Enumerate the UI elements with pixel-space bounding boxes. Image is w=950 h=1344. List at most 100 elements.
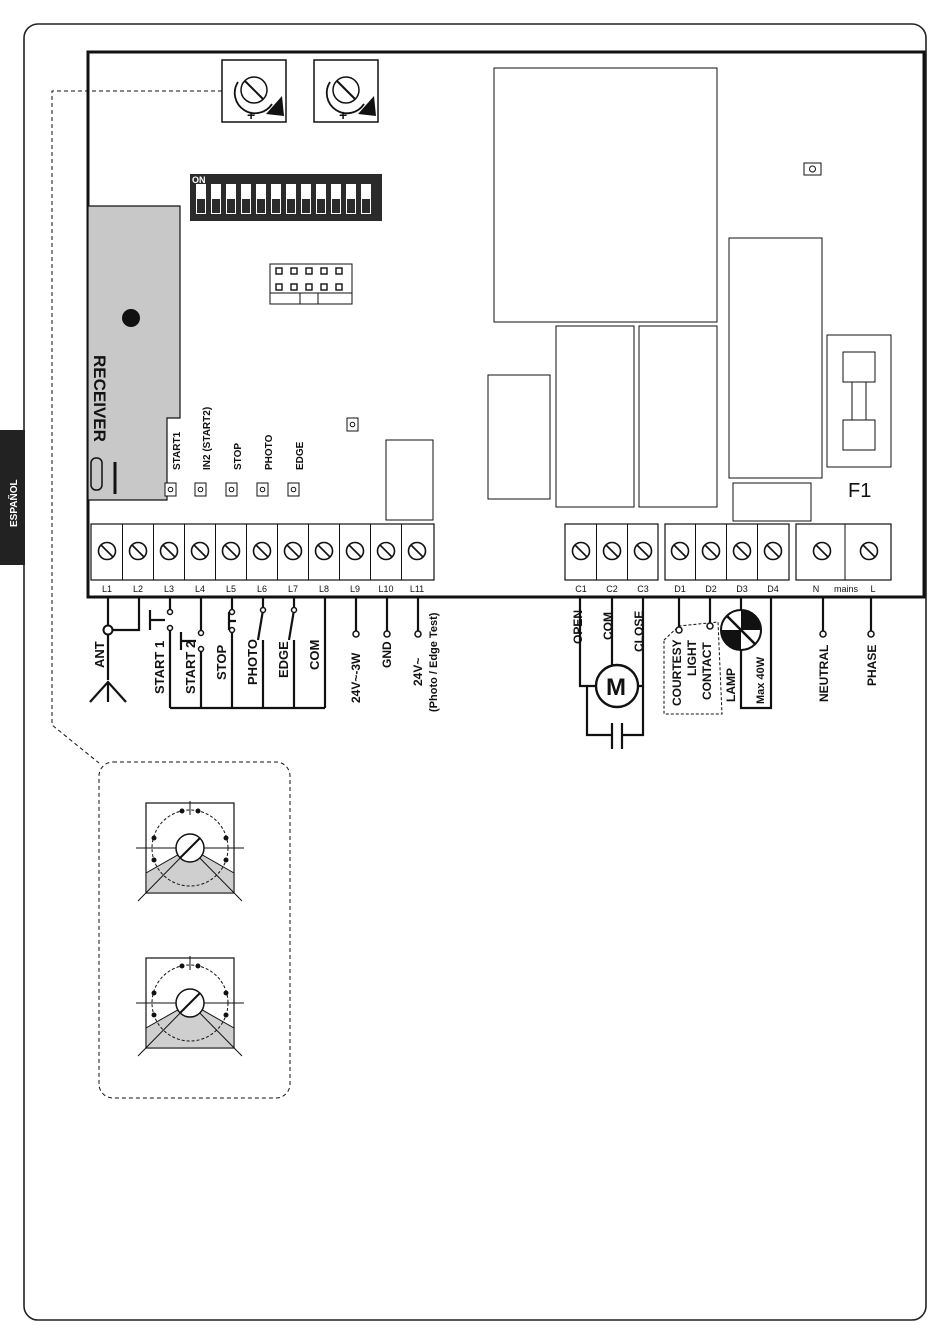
relay-3 bbox=[729, 238, 822, 478]
dip-lever[interactable] bbox=[346, 184, 356, 214]
header-pin bbox=[321, 284, 327, 290]
svg-text:+: + bbox=[339, 107, 347, 123]
led-label: STOP bbox=[233, 443, 244, 470]
header-pin bbox=[291, 284, 297, 290]
dip-lever[interactable] bbox=[361, 184, 371, 214]
terminal-label: C1 bbox=[575, 584, 587, 594]
relay-1 bbox=[556, 326, 634, 507]
dip-lever[interactable] bbox=[196, 184, 206, 214]
label-light: LIGHT bbox=[685, 639, 699, 676]
motor-symbol-label: M bbox=[606, 674, 626, 701]
terminal-label: C2 bbox=[606, 584, 618, 594]
terminal-label: L3 bbox=[164, 584, 174, 594]
terminal-label: D3 bbox=[736, 584, 748, 594]
led-indicator bbox=[288, 483, 299, 496]
terminal-label: L2 bbox=[133, 584, 143, 594]
terminal-label: L7 bbox=[288, 584, 298, 594]
transformer bbox=[494, 68, 717, 322]
dip-lever[interactable] bbox=[241, 184, 251, 214]
label-courtesy: COURTESY bbox=[670, 639, 684, 706]
led-indicator bbox=[195, 483, 206, 496]
terminal-screw[interactable] bbox=[814, 543, 831, 560]
label-lamp-max: Max 40W bbox=[755, 656, 767, 704]
fuse-label: F1 bbox=[848, 480, 871, 502]
label-edge: EDGE bbox=[276, 641, 291, 678]
relay-2 bbox=[639, 326, 717, 507]
label-contact: CONTACT bbox=[700, 642, 714, 700]
led-label: START1 bbox=[172, 431, 183, 470]
label-close: CLOSE bbox=[632, 611, 646, 652]
led-label: PHOTO bbox=[264, 434, 275, 470]
terminal-label: L9 bbox=[350, 584, 360, 594]
dip-lever[interactable] bbox=[211, 184, 221, 214]
header-pin bbox=[291, 268, 297, 274]
terminal-label: L bbox=[870, 584, 875, 594]
terminal-label: L10 bbox=[378, 584, 393, 594]
center-led bbox=[347, 418, 358, 431]
terminal-label: D1 bbox=[674, 584, 686, 594]
led-indicator bbox=[257, 483, 268, 496]
right-led bbox=[804, 163, 821, 175]
trimmer-range-diagram bbox=[136, 801, 244, 901]
motor-icon: M bbox=[596, 665, 638, 707]
led-label: IN2 (START2) bbox=[202, 407, 213, 470]
small-component bbox=[386, 440, 433, 520]
header-pin bbox=[276, 268, 282, 274]
label-com: COM bbox=[307, 640, 322, 670]
header-pin bbox=[321, 268, 327, 274]
label-stop: STOP bbox=[214, 645, 229, 680]
dip-lever[interactable] bbox=[316, 184, 326, 214]
terminal-screw[interactable] bbox=[573, 543, 590, 560]
receiver-module: RECEIVER bbox=[88, 206, 180, 500]
terminal-screw[interactable] bbox=[861, 543, 878, 560]
header-pin bbox=[306, 268, 312, 274]
header-pin bbox=[336, 284, 342, 290]
label-lamp: LAMP bbox=[724, 668, 738, 702]
capacitor-block bbox=[488, 375, 550, 499]
label-start1: START 1 bbox=[152, 641, 167, 694]
trimmer-1[interactable]: + bbox=[222, 60, 286, 123]
label-motor-com: COM bbox=[601, 612, 615, 640]
trimmer-range-diagram bbox=[136, 956, 244, 1056]
terminal-label: L6 bbox=[257, 584, 267, 594]
led-indicator bbox=[165, 483, 176, 496]
dip-lever[interactable] bbox=[286, 184, 296, 214]
label-phase: PHASE bbox=[865, 645, 879, 686]
lamp-icon bbox=[721, 610, 761, 650]
terminal-screw[interactable] bbox=[672, 543, 689, 560]
dip-on-label: ON bbox=[192, 175, 206, 185]
label-24v-3w: 24V~-3W bbox=[349, 652, 363, 703]
small-block bbox=[733, 483, 811, 521]
svg-text:+: + bbox=[247, 107, 255, 123]
terminal-label: D2 bbox=[705, 584, 717, 594]
header-pin bbox=[306, 284, 312, 290]
led-label: EDGE bbox=[295, 441, 306, 470]
terminal-label: D4 bbox=[767, 584, 779, 594]
label-gnd: GND bbox=[380, 641, 394, 668]
label-24v-test: 24V~ bbox=[411, 658, 425, 686]
label-open: OPEN bbox=[571, 610, 585, 644]
language-tab-label: ESPAÑOL bbox=[7, 479, 20, 527]
label-neutral: NEUTRAL bbox=[817, 645, 831, 702]
header-pin bbox=[336, 268, 342, 274]
dip-lever[interactable] bbox=[271, 184, 281, 214]
label-ant: ANT bbox=[92, 641, 107, 668]
terminal-label: L4 bbox=[195, 584, 205, 594]
terminal-label: mains bbox=[834, 584, 859, 594]
dip-lever[interactable] bbox=[256, 184, 266, 214]
dip-lever[interactable] bbox=[301, 184, 311, 214]
header-connector bbox=[270, 264, 352, 304]
dip-lever[interactable] bbox=[331, 184, 341, 214]
label-photo: PHOTO bbox=[245, 639, 260, 685]
led-indicators: START1 IN2 (START2) STOP PHOTO EDGE bbox=[165, 407, 306, 496]
label-start2: START 2 bbox=[183, 641, 198, 694]
dip-lever[interactable] bbox=[226, 184, 236, 214]
terminal-label: L5 bbox=[226, 584, 236, 594]
dip-switch[interactable]: ON bbox=[190, 174, 382, 221]
terminal-label: L8 bbox=[319, 584, 329, 594]
fuse-holder bbox=[827, 335, 891, 467]
terminal-screw[interactable] bbox=[99, 543, 116, 560]
terminal-label: C3 bbox=[637, 584, 649, 594]
trimmer-2[interactable]: + bbox=[314, 60, 378, 123]
